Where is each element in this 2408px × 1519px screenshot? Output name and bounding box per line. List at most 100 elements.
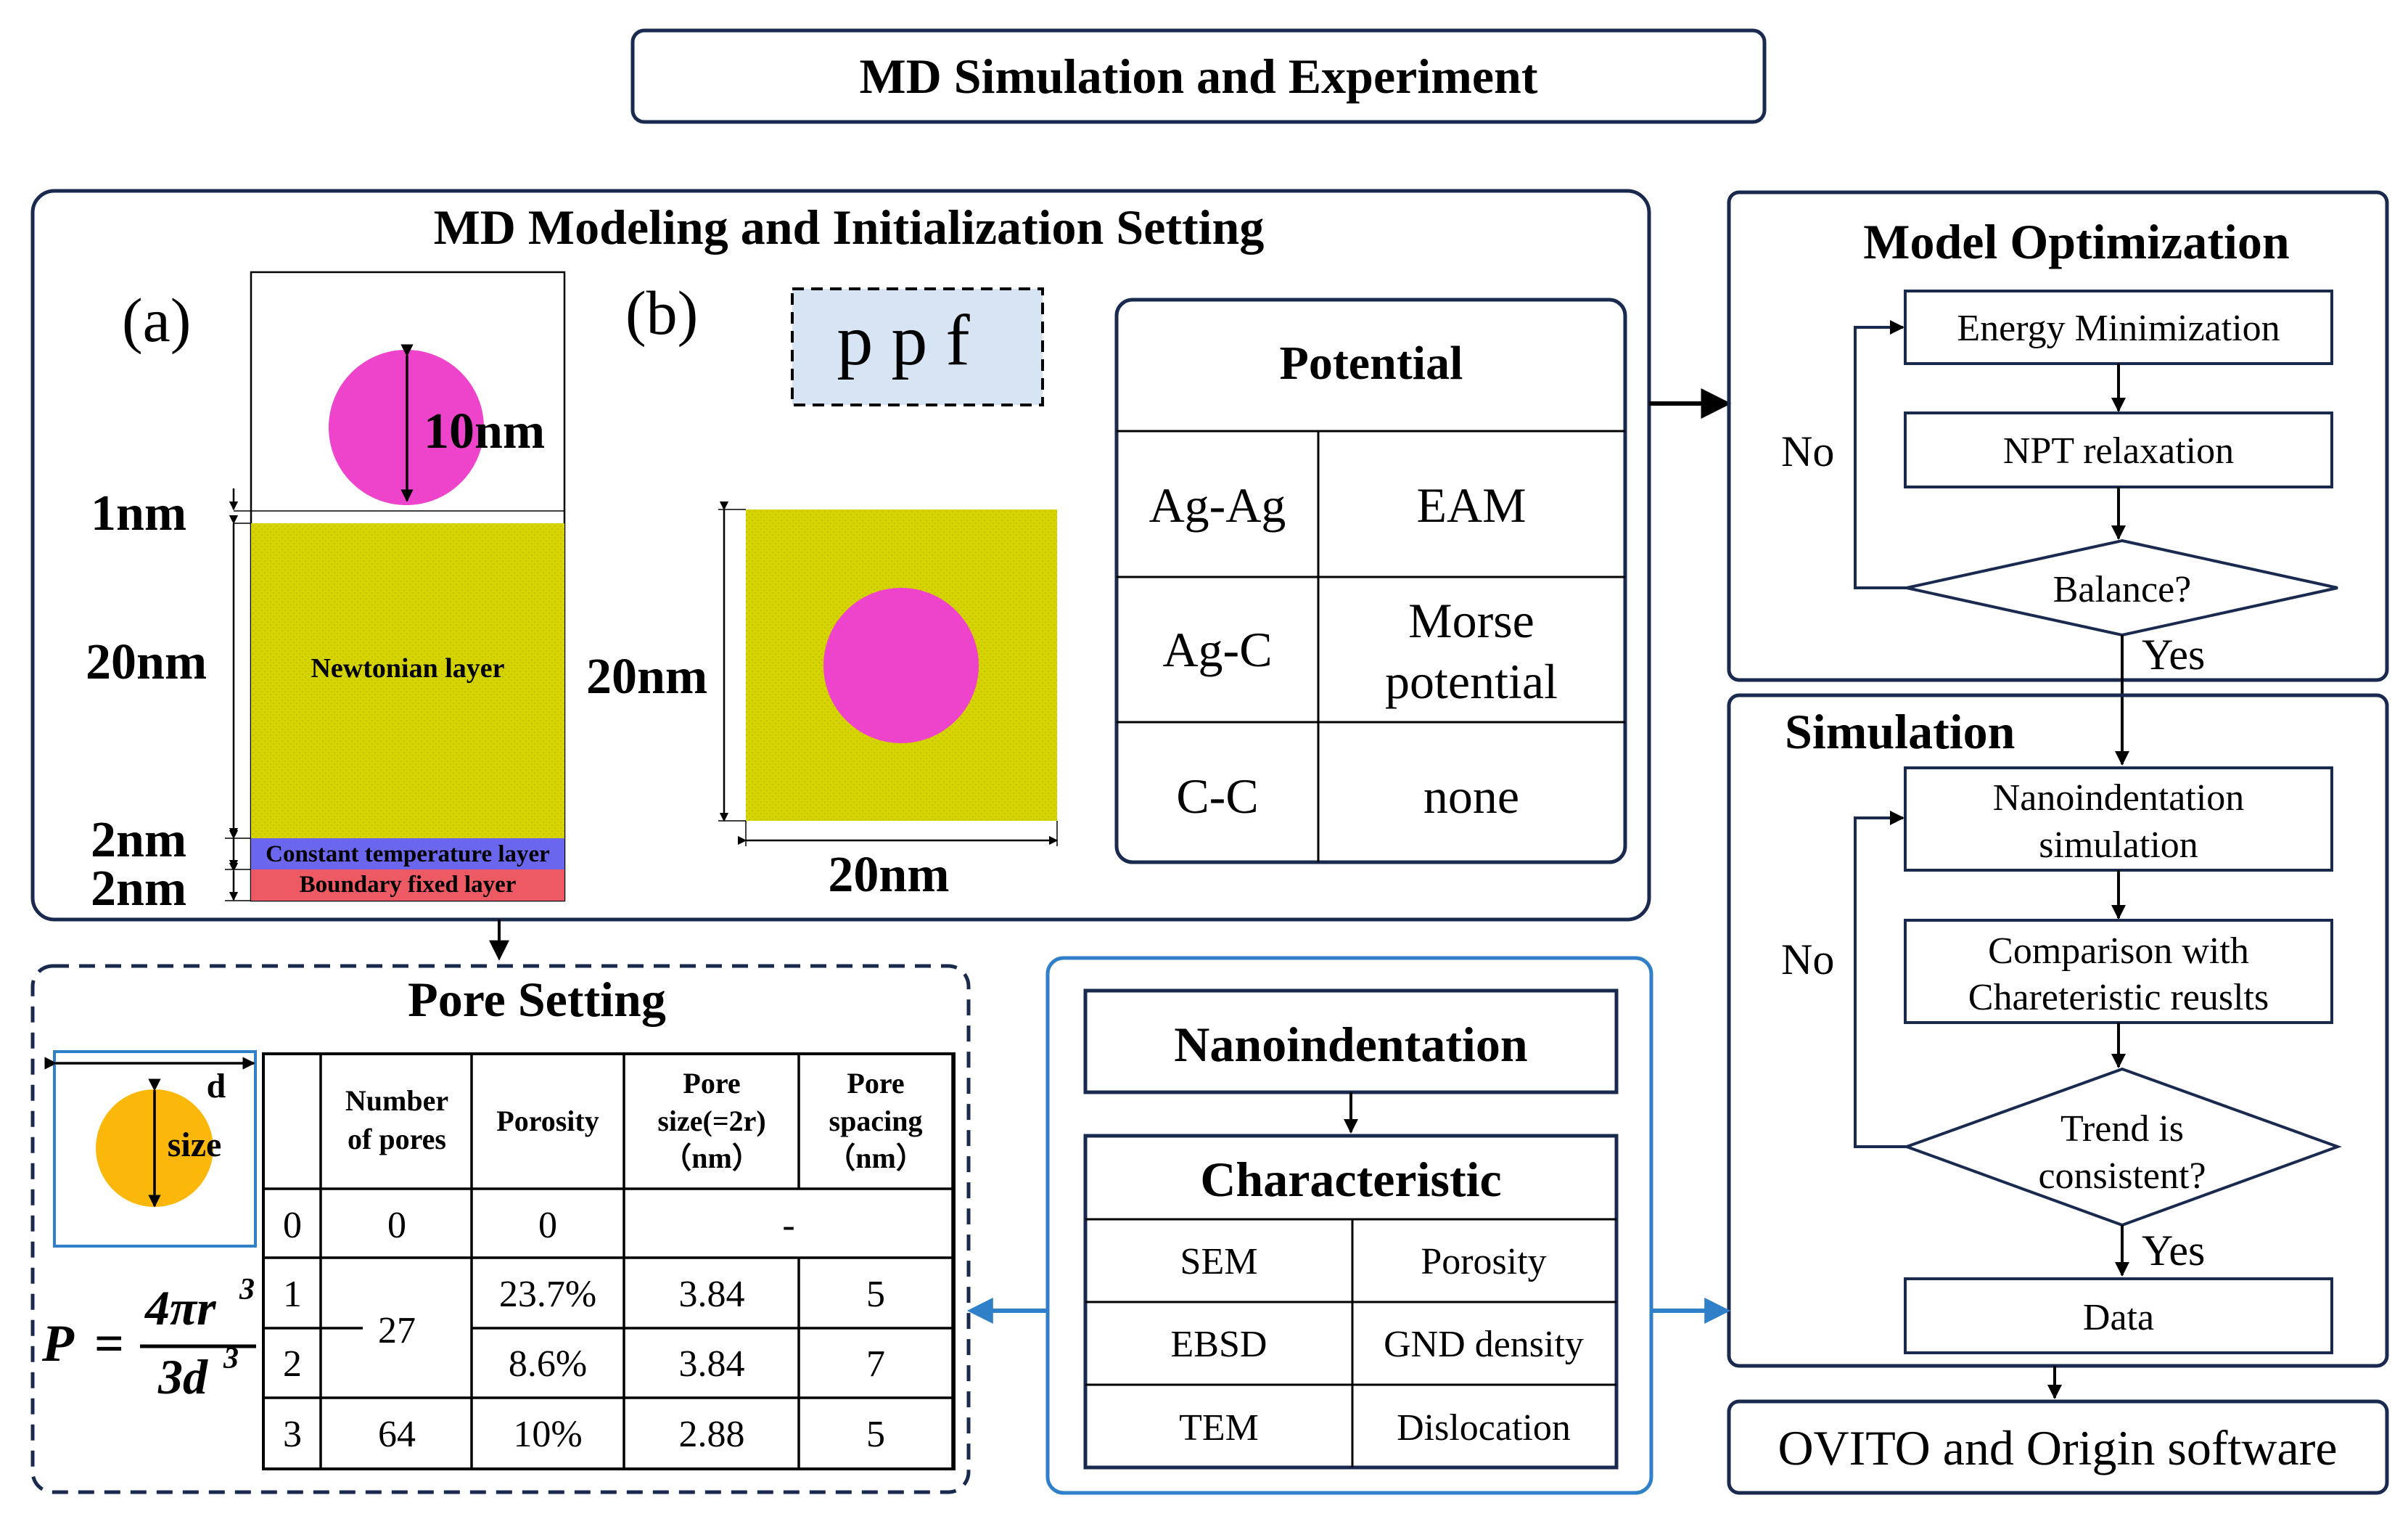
- dim-1nm: 1nm: [91, 486, 186, 541]
- software-label: OVITO and Origin software: [1778, 1420, 2337, 1475]
- row3-porosity: 10%: [513, 1414, 582, 1455]
- energy-min-label: Energy Minimization: [1957, 308, 2280, 349]
- optimization-no: No: [1781, 427, 1834, 475]
- formula-equals: =: [94, 1314, 124, 1372]
- panel-a: (a) 10nm 1nm Newtonian layer Constant te…: [86, 271, 566, 917]
- formula-denominator-exp: 3: [223, 1342, 239, 1375]
- row0-id: 0: [283, 1205, 302, 1246]
- comparison-label-2: Chareteristic reuslts: [1968, 977, 2269, 1018]
- row1-id: 1: [283, 1274, 302, 1315]
- simulation-title: Simulation: [1785, 704, 2015, 759]
- row3-id: 3: [283, 1414, 302, 1455]
- row1-num: 27: [378, 1310, 416, 1351]
- data-box: [1904, 1277, 2333, 1354]
- d-label: d: [207, 1067, 226, 1105]
- char-left-1: SEM: [1180, 1241, 1258, 1282]
- nano-sim-label-1: Nanoindentation: [1993, 777, 2245, 819]
- software-box: OVITO and Origin software: [1727, 1399, 2389, 1495]
- row0-num: 0: [387, 1205, 406, 1246]
- header-spacing-3: （nm）: [826, 1142, 925, 1174]
- dim-10nm: 10nm: [424, 404, 545, 459]
- experiment-panel: Nanoindentation Characteristic SEM Poros…: [1045, 956, 1653, 1495]
- comparison-box: [1904, 919, 2333, 1024]
- npt-label: NPT relaxation: [2003, 430, 2234, 472]
- row1-size: 3.84: [679, 1274, 745, 1315]
- ppf-box: [791, 287, 1044, 406]
- char-right-3: Dislocation: [1397, 1407, 1571, 1449]
- panel-b: (b) p p f 20nm 20nm: [586, 278, 1059, 903]
- header-number-1: Number: [345, 1084, 448, 1117]
- row1-spacing: 5: [866, 1274, 885, 1315]
- optimization-panel: Model Optimization Energy Minimization N…: [1727, 190, 2389, 682]
- header-size-2: size(=2r): [657, 1105, 765, 1137]
- row3-size: 2.88: [679, 1414, 745, 1455]
- simulation-no: No: [1781, 935, 1834, 983]
- boundary-label: Boundary fixed layer: [300, 872, 517, 898]
- header-porosity: Porosity: [496, 1105, 599, 1137]
- potential-pair-3: C-C: [1176, 769, 1258, 824]
- char-right-2: GND density: [1384, 1324, 1584, 1365]
- constant-label: Constant temperature layer: [266, 841, 550, 867]
- header-size-3: （nm）: [662, 1142, 761, 1174]
- potential-pair-2: Ag-C: [1162, 622, 1272, 677]
- constant-temperature-layer: [251, 838, 564, 869]
- nano-sim-label-2: simulation: [2039, 824, 2198, 866]
- row2-size: 3.84: [679, 1343, 745, 1385]
- potential-value-1: EAM: [1416, 478, 1526, 533]
- dim-2nm-a: 2nm: [91, 812, 186, 868]
- char-left-3: TEM: [1179, 1407, 1259, 1449]
- row2-spacing: 7: [866, 1343, 885, 1385]
- pore-panel: Pore Setting d size P = 4πr 3 3d 3: [30, 964, 971, 1494]
- dim-20nm-b-w: 20nm: [828, 847, 949, 903]
- row2-id: 2: [283, 1343, 302, 1385]
- dim-2nm-b: 2nm: [91, 861, 186, 917]
- potential-value-3: none: [1423, 769, 1519, 824]
- modeling-title: MD Modeling and Initialization Setting: [434, 200, 1265, 255]
- characteristic-label: Characteristic: [1200, 1152, 1501, 1207]
- char-right-1: Porosity: [1421, 1241, 1546, 1282]
- ppf-label: p p f: [837, 300, 970, 380]
- char-left-2: EBSD: [1171, 1324, 1267, 1365]
- trend-label-2: consistent?: [2038, 1155, 2206, 1197]
- potential-value-2b: potential: [1385, 654, 1558, 709]
- comparison-label-1: Comparison with: [1988, 930, 2249, 972]
- trend-label-1: Trend is: [2060, 1108, 2184, 1150]
- characteristic-table: Characteristic SEM Porosity EBSD GND den…: [1083, 1134, 1619, 1470]
- top-view-pore: [823, 588, 979, 743]
- row2-porosity: 8.6%: [509, 1343, 587, 1385]
- newtonian-label: Newtonian layer: [311, 653, 504, 684]
- pore-table: Number of pores Porosity Pore size(=2r) …: [262, 1052, 956, 1470]
- row3-spacing: 5: [866, 1414, 885, 1455]
- newtonian-layer: [251, 523, 564, 838]
- header-spacing-2: spacing: [829, 1105, 923, 1137]
- data-label: Data: [2083, 1297, 2154, 1338]
- formula-numerator: 4πr: [144, 1280, 216, 1335]
- porosity-formula: P = 4πr 3 3d 3: [41, 1273, 256, 1404]
- potential-table: Potential Ag-Ag EAM Ag-C Morse potential…: [1114, 298, 1627, 864]
- nano-sim-box: [1904, 766, 2333, 872]
- balance-label: Balance?: [2053, 569, 2192, 610]
- potential-header: Potential: [1280, 337, 1463, 390]
- dim-20nm-b-h: 20nm: [586, 649, 707, 705]
- row0-span: -: [782, 1205, 794, 1246]
- nanoindentation-label: Nanoindentation: [1174, 1017, 1527, 1072]
- main-title: MD Simulation and Experiment: [859, 49, 1537, 104]
- size-label: size: [168, 1126, 222, 1164]
- simulation-yes: Yes: [2142, 1227, 2205, 1274]
- header-spacing-1: Pore: [847, 1067, 904, 1100]
- formula-denominator: 3d: [157, 1349, 208, 1404]
- formula-numerator-exp: 3: [239, 1273, 255, 1306]
- optimization-title: Model Optimization: [1863, 214, 2289, 269]
- energy-min-box: [1904, 290, 2333, 365]
- modeling-panel: MD Modeling and Initialization Setting (…: [30, 189, 1651, 922]
- simulation-panel: Simulation Nanoindentation simulation Co…: [1727, 693, 2389, 1368]
- potential-value-2a: Morse: [1408, 593, 1534, 648]
- boundary-fixed-layer: [251, 869, 564, 901]
- panel-b-label: (b): [625, 278, 698, 348]
- row1-porosity: 23.7%: [499, 1274, 596, 1315]
- optimization-yes: Yes: [2142, 631, 2205, 679]
- header-size-1: Pore: [683, 1067, 740, 1100]
- formula-lhs: P: [41, 1314, 75, 1372]
- pore-title: Pore Setting: [408, 972, 666, 1027]
